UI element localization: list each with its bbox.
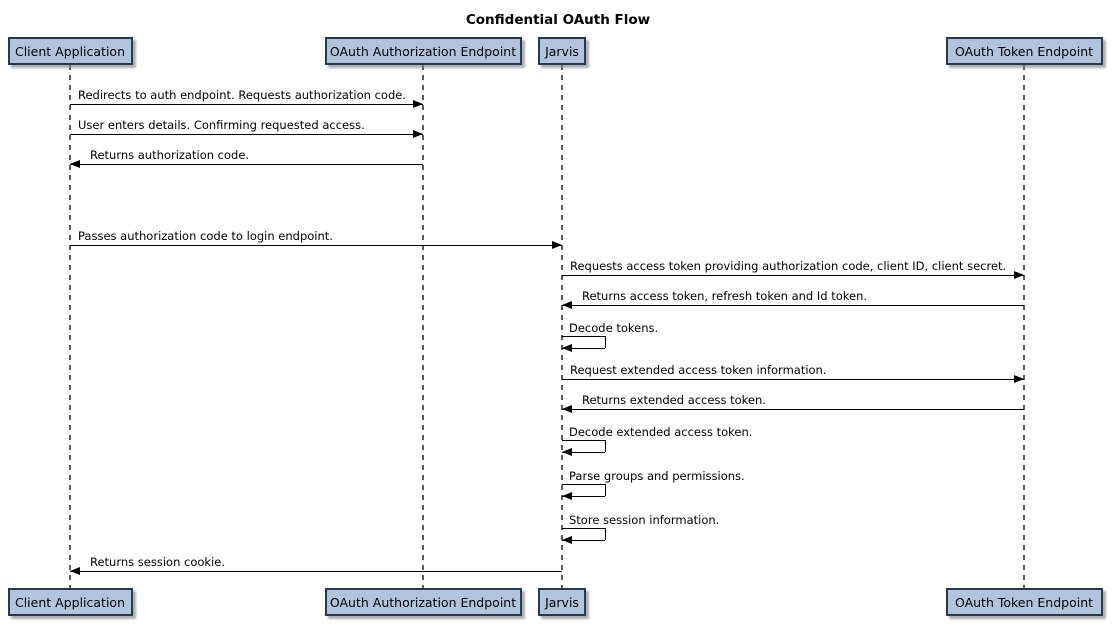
self-message-line-bottom [562,452,605,453]
self-message-line-top [562,484,605,485]
participant-box-bottom-oauth-authorization-endpoint: OAuth Authorization Endpoint [324,588,522,616]
message-line [70,245,562,246]
participant-box-top-jarvis: Jarvis [538,37,586,65]
self-message-line-bottom [562,496,605,497]
arrowhead [562,301,572,309]
arrowhead [562,536,572,544]
lifeline-client-application [69,65,71,588]
self-message-label: Parse groups and permissions. [569,469,745,483]
participant-box-bottom-oauth-token-endpoint: OAuth Token Endpoint [945,588,1103,616]
participant-box-bottom-client-application: Client Application [7,588,133,616]
participant-box-top-oauth-token-endpoint: OAuth Token Endpoint [945,37,1103,65]
self-message-line-top [562,336,605,337]
message-line [562,379,1024,380]
arrowhead [413,130,423,138]
self-message-line-bottom [562,540,605,541]
self-message-label: Store session information. [569,513,720,527]
lifeline-oauth-authorization-endpoint [422,65,424,588]
arrowhead [562,344,572,352]
self-message-line-side [605,528,606,540]
self-message-line-top [562,440,605,441]
message-label: Request extended access token informatio… [570,363,827,377]
message-label: Returns session cookie. [90,555,226,569]
arrowhead [413,100,423,108]
arrowhead [70,567,80,575]
arrowhead [1014,271,1024,279]
message-line [70,134,423,135]
participant-box-top-oauth-authorization-endpoint: OAuth Authorization Endpoint [324,37,522,65]
self-message-line-side [605,440,606,452]
arrowhead [552,241,562,249]
message-label: Returns access token, refresh token and … [582,289,868,303]
message-line [70,104,423,105]
message-label: Passes authorization code to login endpo… [78,229,333,243]
message-line [70,164,423,165]
diagram-title: Confidential OAuth Flow [465,12,651,28]
message-line [562,275,1024,276]
self-message-line-top [562,528,605,529]
message-line [70,571,562,572]
participant-box-top-client-application: Client Application [7,37,133,65]
lifeline-oauth-token-endpoint [1023,65,1025,588]
arrowhead [70,160,80,168]
message-line [562,409,1024,410]
message-line [562,305,1024,306]
lifeline-jarvis [561,65,563,588]
arrowhead [562,448,572,456]
message-label: Redirects to auth endpoint. Requests aut… [78,88,406,102]
arrowhead [1014,375,1024,383]
self-message-line-side [605,484,606,496]
self-message-line-bottom [562,348,605,349]
message-label: Requests access token providing authoriz… [570,259,1007,273]
message-label: Returns authorization code. [90,148,250,162]
self-message-line-side [605,336,606,348]
message-label: User enters details. Confirming requeste… [78,118,365,132]
self-message-label: Decode tokens. [569,321,659,335]
self-message-label: Decode extended access token. [569,425,753,439]
participant-box-bottom-jarvis: Jarvis [538,588,586,616]
message-label: Returns extended access token. [582,393,766,407]
arrowhead [562,492,572,500]
arrowhead [562,405,572,413]
